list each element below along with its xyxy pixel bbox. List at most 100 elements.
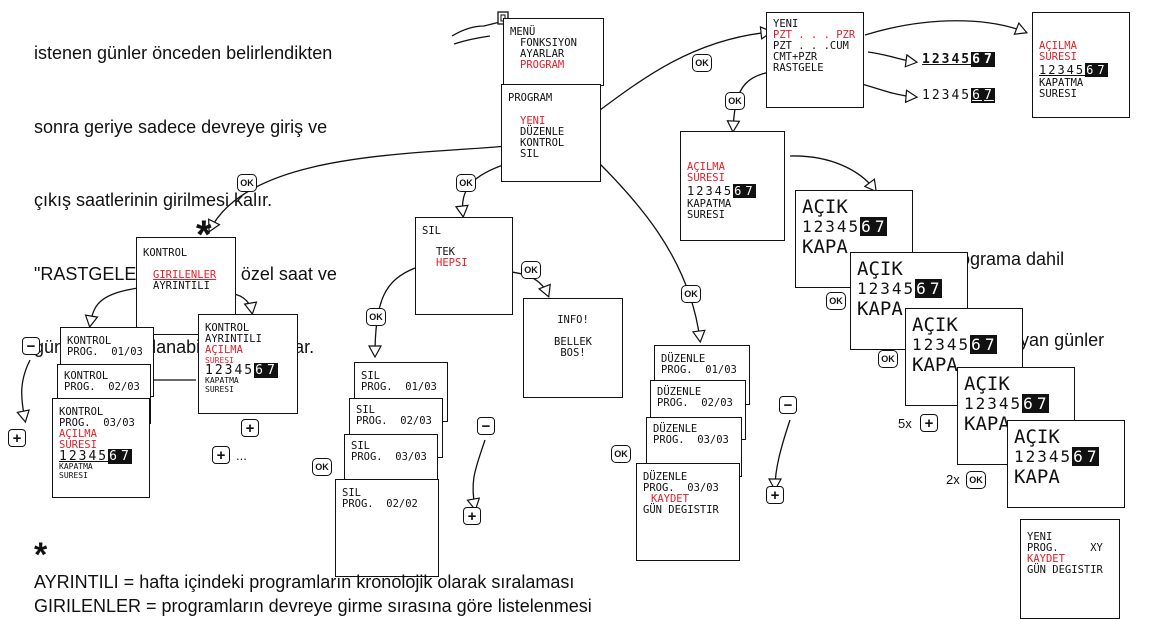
card-title: SIL xyxy=(356,404,375,416)
intro-line: istenen günler önceden belirlendikten xyxy=(34,43,333,63)
minus-button[interactable]: − xyxy=(22,337,40,355)
days-digits: 12345 xyxy=(802,217,861,236)
card-prog: PROG. 01/03 xyxy=(661,364,737,376)
ok-button[interactable]: OK xyxy=(456,174,476,192)
ok-button[interactable]: OK xyxy=(521,261,541,279)
sil-option-hepsi[interactable]: HEPSI xyxy=(436,257,468,269)
arrow-to-kontrol xyxy=(210,144,519,230)
arrow-to-days xyxy=(789,155,875,190)
yeni-option-pzt-pzr[interactable]: PZT . . . PZR xyxy=(773,29,856,41)
menu-screen: MENÜ FONKSIYON AYARLAR PROGRAM xyxy=(503,18,604,86)
days-digits: 12345 xyxy=(205,363,255,378)
kapatma-label: KAPATMA xyxy=(205,376,239,385)
card-title: KONTROL xyxy=(64,370,109,382)
arrow-tek xyxy=(375,267,416,355)
yeni-option-cmt-pzr[interactable]: CMT+PZR xyxy=(773,51,818,63)
arrow-pztcum xyxy=(867,51,915,62)
ok-button[interactable]: OK xyxy=(878,350,898,368)
plus-button[interactable]: + xyxy=(463,507,481,525)
ok-button[interactable]: OK xyxy=(966,471,986,489)
card-title: SIL xyxy=(361,370,380,382)
program-item-kontrol[interactable]: KONTROL xyxy=(520,137,565,149)
minus-button[interactable]: − xyxy=(477,417,495,435)
kapa-label: KAPA xyxy=(964,413,1010,435)
acik-label: AÇIK xyxy=(1014,426,1060,448)
kontrol-option-ayrintili[interactable]: AYRINTILI xyxy=(153,280,210,292)
days-digits: 12345 xyxy=(964,394,1023,413)
plus-button[interactable]: + xyxy=(212,446,230,464)
suresi-label: SURESI xyxy=(59,439,97,451)
kontrol-card-3: KONTROL PROG. 03/03 AÇILMA SURESI 123456… xyxy=(52,398,150,498)
acik-label: AÇIK xyxy=(802,196,848,218)
yeni-option-pzt-cum[interactable]: PZT . . .CUM xyxy=(773,40,849,52)
suresi-label: SURESI xyxy=(1039,51,1077,63)
day-7: 7 xyxy=(744,184,756,198)
program-item-duzenle[interactable]: DÜZENLE xyxy=(520,126,565,138)
kaydet-option[interactable]: KAYDET xyxy=(651,493,689,505)
program-item-sil[interactable]: SIL xyxy=(520,148,539,160)
plus-button[interactable]: + xyxy=(8,429,26,447)
plus-button[interactable]: + xyxy=(241,419,259,437)
card-prog: PROG. 03/03 xyxy=(351,451,427,463)
acilma-label: AÇILMA xyxy=(205,344,243,356)
card-title: DÜZENLE xyxy=(661,353,706,365)
days-digits: 12345 xyxy=(687,184,734,198)
info-line: BOS! xyxy=(560,347,586,359)
ok-button[interactable]: OK xyxy=(366,308,386,326)
card-prog: PROG. 03/03 xyxy=(643,482,719,494)
kontrol-title: KONTROL xyxy=(143,247,188,259)
acilma-label: AÇILMA xyxy=(687,161,725,173)
ok-button[interactable]: OK xyxy=(692,54,712,72)
duzenle-card-4: DÜZENLE PROG. 03/03 KAYDET GÜN DEGISTIR xyxy=(636,463,740,561)
ok-button[interactable]: OK xyxy=(681,285,701,303)
suresi-label: SURESI xyxy=(687,209,725,221)
ok-button[interactable]: OK xyxy=(826,292,846,310)
detail-title: KONTROL xyxy=(205,322,250,334)
kapatma-label: KAPATMA xyxy=(687,198,732,210)
day-6: 6 xyxy=(971,88,983,103)
gun-degistir-option[interactable]: GÜN DEGISTIR xyxy=(643,504,719,516)
suresi-label: SURESI xyxy=(59,471,88,480)
yeni-title: YENI xyxy=(773,18,799,30)
day-7: 7 xyxy=(873,217,888,236)
day-7: 7 xyxy=(983,335,998,354)
day-7: 7 xyxy=(928,279,943,298)
card-prog: PROG. 03/03 xyxy=(59,417,135,429)
days-digits: 12345 xyxy=(912,335,971,354)
yeni-option-rastgele[interactable]: RASTGELE xyxy=(773,62,824,74)
ok-button[interactable]: OK xyxy=(725,92,745,110)
suresi-label: SURESI xyxy=(687,172,725,184)
menu-item-ayarlar[interactable]: AYARLAR xyxy=(520,48,565,60)
card-prog: PROG. 01/03 xyxy=(361,381,437,393)
sil-screen: SIL TEK HEPSI xyxy=(415,217,513,315)
sil-option-tek[interactable]: TEK xyxy=(436,246,455,258)
program-title: PROGRAM xyxy=(508,92,553,104)
final-yeni-screen: YENI PROG. XY KAYDET GÜN DEGISTIR xyxy=(1020,519,1120,619)
suresi-label: SURESI xyxy=(205,356,234,365)
day-7: 7 xyxy=(1096,63,1108,77)
card-title: DÜZENLE xyxy=(657,386,702,398)
kaydet-option[interactable]: KAYDET xyxy=(1027,553,1065,565)
card-title: SIL xyxy=(351,440,370,452)
menu-item-program[interactable]: PROGRAM xyxy=(520,59,565,71)
kontrol-option-girilenler[interactable]: GIRILENLER xyxy=(153,269,217,281)
kapa-label: KAPA xyxy=(912,354,958,376)
ok-button[interactable]: OK xyxy=(611,445,631,463)
plus-button[interactable]: + xyxy=(766,486,784,504)
final-title: YENI xyxy=(1027,531,1053,543)
minus-button[interactable]: − xyxy=(779,396,797,414)
ok-button[interactable]: OK xyxy=(237,174,257,192)
footnote-asterisk: * xyxy=(34,536,48,574)
menu-item-fonksiyon[interactable]: FONKSIYON xyxy=(520,37,577,49)
gun-degistir-option[interactable]: GÜN DEGISTIR xyxy=(1027,564,1103,576)
suresi-label: SURESI xyxy=(1039,88,1077,100)
ok-button[interactable]: OK xyxy=(312,458,332,476)
day-6: 6 xyxy=(860,217,874,236)
plus-button[interactable]: + xyxy=(920,414,938,432)
footnote-girilenler: GIRILENLER = programların devreye girme … xyxy=(34,596,592,616)
program-item-yeni[interactable]: YENI xyxy=(520,115,546,127)
